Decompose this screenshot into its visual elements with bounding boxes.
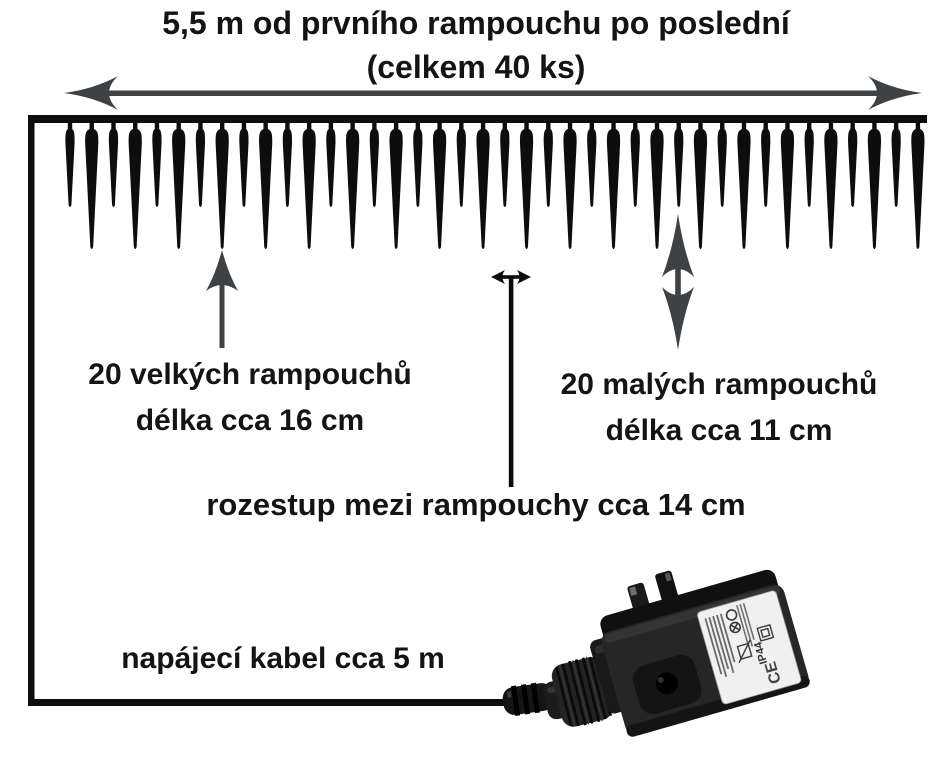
icicle-large	[259, 123, 273, 249]
icicle-small	[891, 123, 901, 207]
adapter-label: IP44 CE	[697, 590, 802, 705]
icicle-small	[413, 123, 423, 207]
cable-left-line	[28, 115, 35, 706]
spacing-label: rozestup mezi rampouchy cca 14 cm	[206, 487, 746, 522]
icicle-small	[282, 123, 293, 207]
adapter-plug-tip	[502, 682, 554, 716]
title-line-1: 5,5 m od prvního rampouchu po poslední	[162, 5, 790, 41]
small-icicles-label-line1: 20 malých rampouchů	[560, 368, 878, 401]
large-icicles-label-line2: délka cca 16 cm	[135, 404, 365, 437]
large-icicles-label: 20 velkých rampouchů délka cca 16 cm	[55, 352, 445, 444]
icicle-small	[848, 123, 858, 207]
ce-mark: CE	[762, 659, 785, 685]
icicle-large	[476, 123, 490, 249]
icicle-large	[172, 123, 186, 249]
string-top-line	[28, 115, 927, 123]
icicle-large	[867, 123, 882, 249]
adapter-knurled-nut	[551, 656, 613, 727]
icicle-large	[824, 123, 838, 249]
icicle-small	[195, 123, 206, 207]
icicle-large	[563, 123, 577, 249]
icicle-small	[456, 123, 466, 207]
class2-mark-icon	[756, 623, 775, 642]
icicle-small	[108, 123, 119, 207]
small-icicle-double-arrow-icon	[662, 214, 694, 350]
icicle-small	[326, 123, 336, 207]
icicle-large	[911, 123, 925, 249]
icicle-string	[65, 123, 925, 249]
adapter-body: IP44 CE	[600, 569, 810, 737]
small-icicles-label-line2: délka cca 11 cm	[605, 414, 833, 447]
icicle-small	[500, 123, 510, 207]
gs-mark-icon	[725, 609, 741, 634]
icicle-small	[543, 123, 553, 207]
spacing-leader-line	[508, 277, 514, 487]
icicle-large	[128, 123, 142, 249]
icicle-large	[215, 123, 229, 249]
icicle-large	[693, 123, 708, 249]
icicle-small	[761, 123, 771, 207]
icicle-small	[587, 123, 597, 207]
icicle-large	[650, 123, 664, 249]
small-icicles-label: 20 malých rampouchů délka cca 11 cm	[528, 362, 910, 454]
icicle-small	[804, 123, 814, 207]
icicle-large	[302, 123, 316, 249]
icicle-large	[606, 123, 621, 249]
large-icicle-arrow-icon	[206, 250, 238, 348]
icicle-large	[389, 123, 403, 249]
icicle-large	[85, 123, 99, 249]
title-line-2: (celkem 40 ks)	[366, 49, 586, 85]
cable-bottom-line	[28, 699, 510, 706]
span-arrow-icon	[64, 76, 922, 110]
icicle-large	[346, 123, 360, 249]
spacing-arrow-icon	[491, 270, 531, 487]
icicle-large	[780, 123, 795, 249]
weee-bin-icon	[736, 639, 753, 664]
adapter-pins	[627, 570, 679, 615]
icicle-small	[65, 123, 75, 207]
icicle-small	[674, 123, 684, 207]
icicle-small	[369, 123, 379, 207]
label-fine-print	[704, 603, 755, 678]
icicle-large	[432, 123, 447, 249]
icicle-small	[152, 123, 162, 207]
large-icicles-label-line1: 20 velkých rampouchů	[88, 358, 412, 391]
cable-label: napájecí kabel cca 5 m	[121, 642, 445, 675]
icicle-large	[519, 123, 534, 249]
icicle-large	[737, 123, 751, 249]
icicle-small	[717, 123, 727, 207]
power-adapter-illustration: IP44 CE	[502, 569, 810, 737]
icicle-small	[630, 123, 640, 207]
icicle-small	[239, 123, 249, 207]
